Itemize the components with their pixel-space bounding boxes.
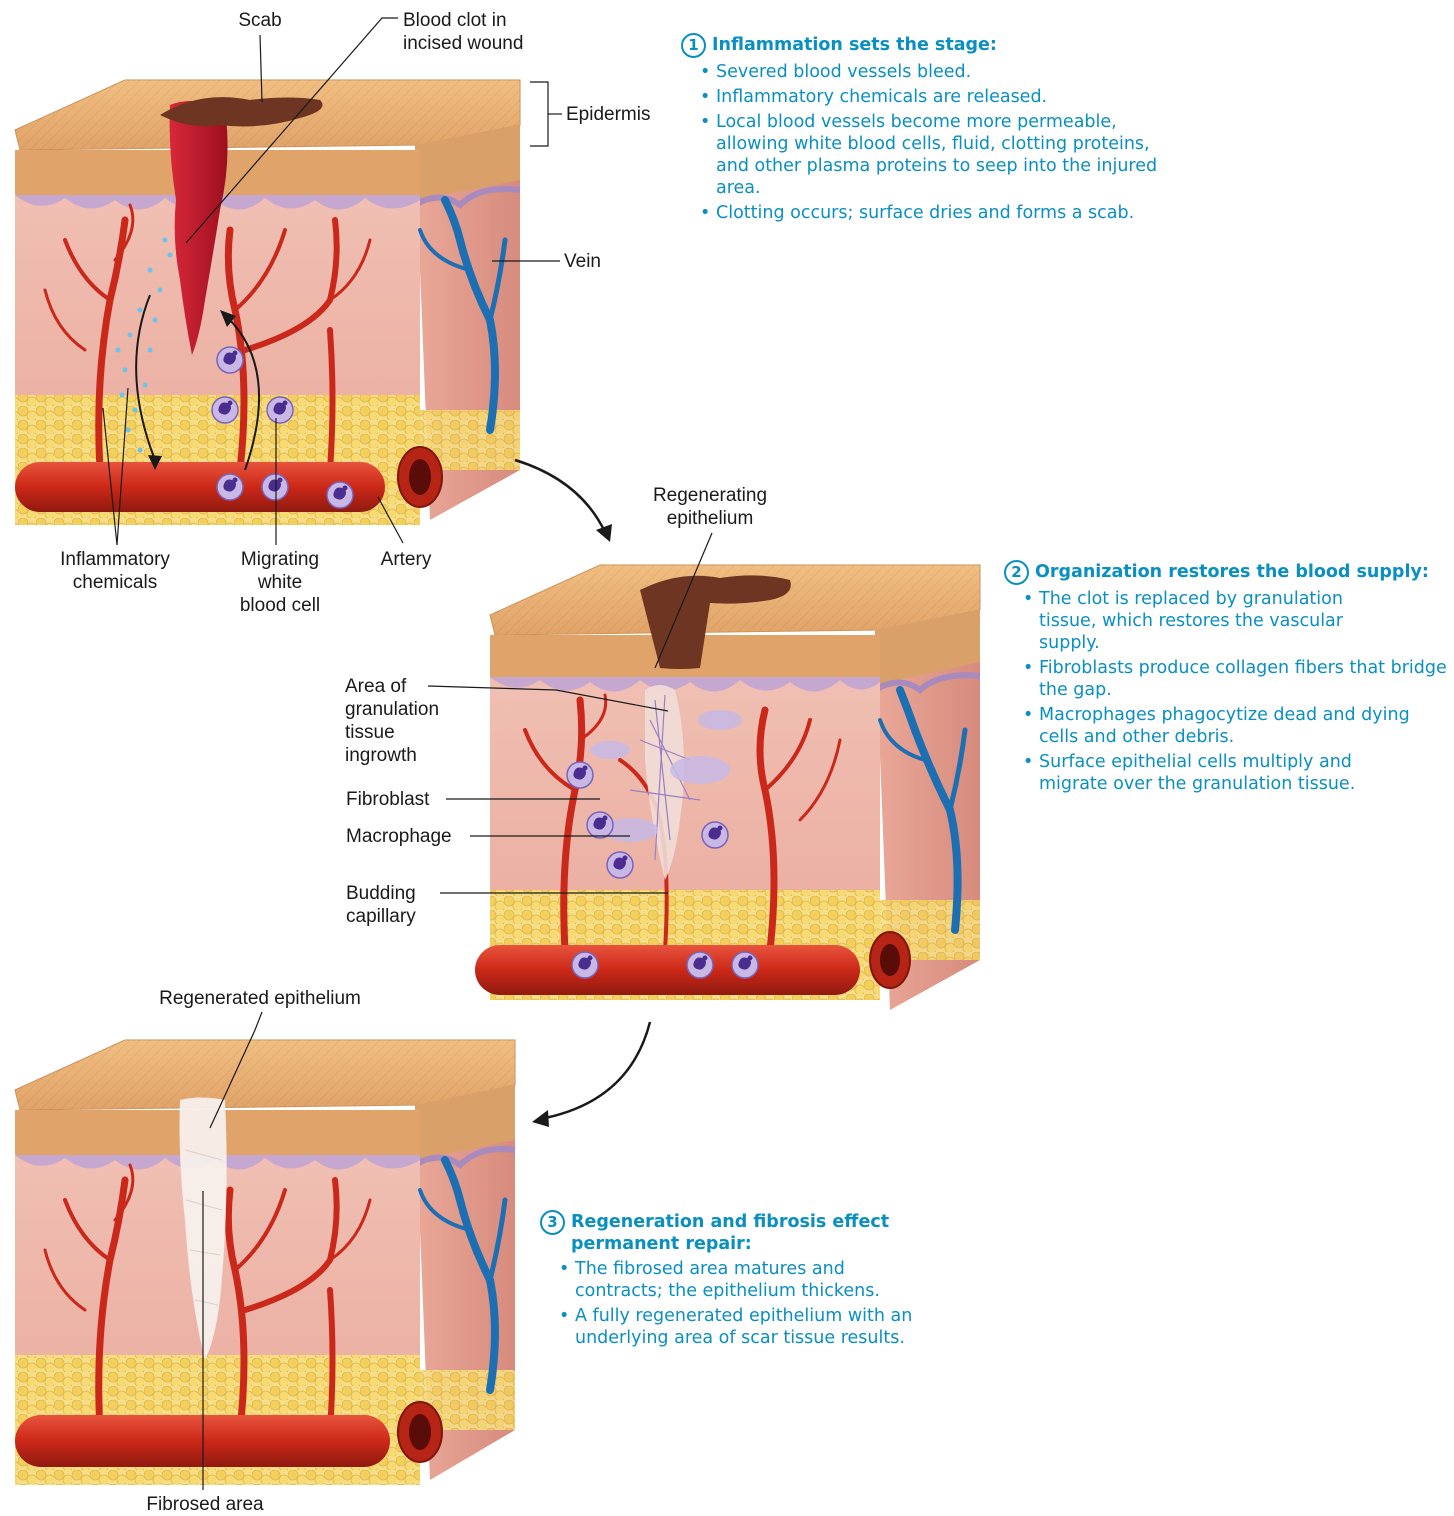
step-2-bullet: Surface epithelial cells multiply and mi… [1023,751,1419,795]
step-1-bullet: Local blood vessels become more permeabl… [700,111,1161,199]
label-blood-clot: Blood clot in incised wound [403,9,573,55]
step-1-bullet: Severed blood vessels bleed. [700,61,1201,83]
label-artery: Artery [370,548,442,571]
block-3-regeneration [15,1040,515,1485]
label-migrating-wbc: Migrating white blood cell [225,548,335,617]
step-1: 1 Inflammation sets the stage: Severed bl… [681,34,1201,227]
step-1-title: Inflammation sets the stage: [712,34,997,56]
arrow-step2-to-step3 [545,1022,650,1118]
block-2-organization [475,565,980,1010]
step-3-bullet: A fully regenerated epithelium with an u… [559,1305,995,1349]
label-scab: Scab [225,9,295,32]
step-2-title: Organization restores the blood supply: [1035,561,1429,583]
step-2-bullet: Fibroblasts produce collagen fibers that… [1023,657,1449,701]
step-2: 2 Organization restores the blood supply:… [1004,561,1454,798]
step-1-bullet: Inflammatory chemicals are released. [700,86,1201,108]
step-3-number: 3 [540,1210,565,1235]
step-3-bullet: The fibrosed area matures and contracts;… [559,1258,885,1302]
label-budding-capillary: Budding capillary [346,882,436,928]
step-2-bullet: The clot is replaced by granulation tiss… [1023,588,1399,654]
step-2-number: 2 [1004,560,1029,585]
step-3-title: Regeneration and fibrosis effect permane… [571,1211,901,1255]
step-1-bullet: Clotting occurs; surface dries and forms… [700,202,1201,224]
label-macrophage: Macrophage [346,825,466,848]
step-2-bullet: Macrophages phagocytize dead and dying c… [1023,704,1419,748]
label-granulation: Area of granulation tissue ingrowth [345,675,455,767]
label-regenerated-epithelium: Regenerated epithelium [130,987,390,1010]
label-fibroblast: Fibroblast [346,788,446,811]
block-1-inflammation [15,80,520,525]
label-vein: Vein [564,250,624,273]
step-1-number: 1 [681,33,706,58]
label-epidermis: Epidermis [566,103,686,126]
label-fibrosed-area: Fibrosed area [110,1493,300,1516]
label-regenerating-epithelium: Regenerating epithelium [630,484,790,530]
label-inflammatory-chemicals: Inflammatory chemicals [40,548,190,594]
arrow-step1-to-step2 [515,460,605,532]
